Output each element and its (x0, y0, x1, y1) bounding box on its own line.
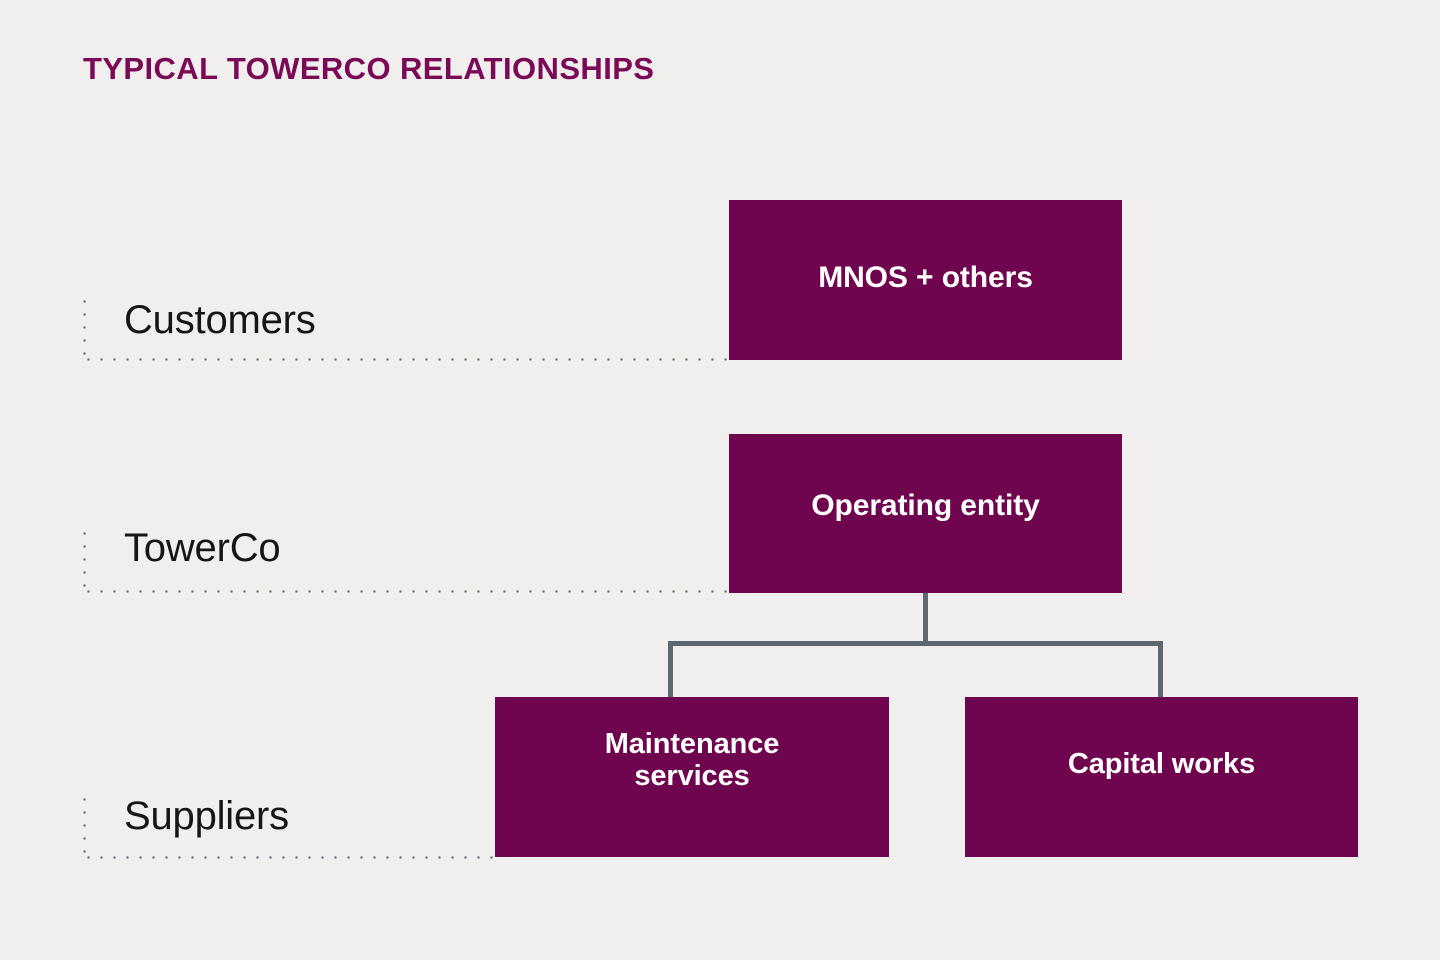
row-bracket-vertical-customers (82, 295, 87, 357)
node-label-maintenance-services: Maintenance services (604, 727, 780, 792)
row-bracket-horizontal-customers (82, 357, 730, 362)
connector-bus-horizontal (668, 641, 1163, 646)
node-box-maintenance-services[interactable]: Maintenance services (495, 697, 889, 857)
node-label-mnos-others: MNOS + others (818, 261, 1033, 295)
row-label-suppliers: Suppliers (124, 794, 289, 838)
node-label-operating-entity: Operating entity (811, 488, 1040, 522)
node-label-capital-works: Capital works (1067, 747, 1256, 780)
connector-drop-capital-works (1158, 641, 1163, 699)
page-title: Typical TowerCo relationships (83, 51, 655, 86)
connector-stem-operating-entity (923, 592, 928, 645)
row-bracket-vertical-towerco (82, 527, 87, 589)
row-bracket-horizontal-suppliers (82, 855, 496, 860)
row-label-towerco: TowerCo (124, 526, 281, 570)
row-bracket-horizontal-towerco (82, 589, 730, 594)
node-box-mnos-others[interactable]: MNOS + others (729, 200, 1122, 360)
row-bracket-vertical-suppliers (82, 793, 87, 855)
row-label-customers: Customers (124, 298, 316, 342)
connector-drop-maintenance-services (668, 641, 673, 699)
node-box-capital-works[interactable]: Capital works (965, 697, 1358, 857)
node-box-operating-entity[interactable]: Operating entity (729, 434, 1122, 593)
